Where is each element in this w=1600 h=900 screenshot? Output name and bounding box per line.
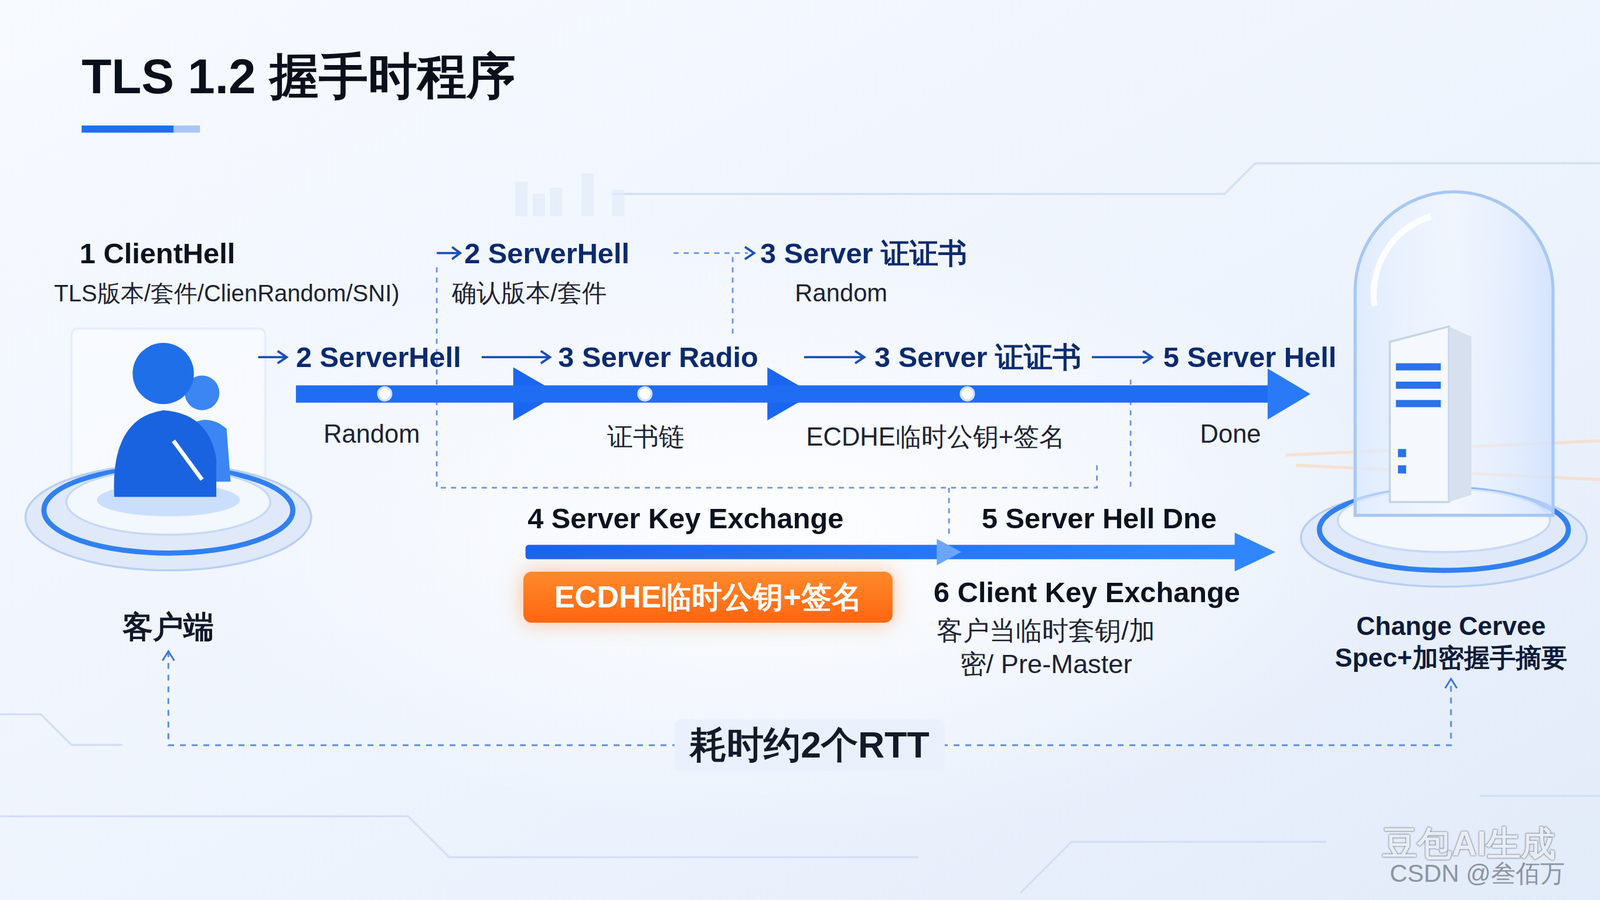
step-label: TLS版本/套件/ClienRandom/SNI) — [53, 278, 400, 308]
arrow-head — [162, 651, 175, 661]
client-node: 客户端 — [41, 326, 296, 652]
step-label: 3 Server 证证书 — [874, 339, 1082, 375]
client-illustration — [25, 328, 312, 570]
step-label: Random — [323, 418, 420, 449]
background-panel — [581, 173, 594, 217]
title-underline — [81, 125, 174, 133]
server-illustration — [1301, 191, 1588, 587]
client-illustration — [132, 342, 194, 404]
step-label: 6 Client Key Exchange — [933, 574, 1241, 610]
watermark: CSDN @叁佰万 — [1389, 858, 1565, 888]
step-label: 1 ClientHell — [79, 236, 236, 271]
small-arrow — [257, 351, 287, 364]
dashed-guide — [436, 267, 1097, 488]
server-illustration — [1389, 326, 1449, 502]
circuit-line — [1479, 794, 1600, 797]
server-illustration — [1373, 216, 1431, 306]
key-exchange-arrow — [936, 538, 962, 565]
circuit-line — [0, 815, 919, 857]
title: TLS 1.2 握手时程序 — [81, 46, 516, 106]
client-illustration — [173, 440, 203, 480]
step-label: 5 Server Hell Dne — [981, 501, 1217, 536]
step-label: 客户当临时套钥/加密/ Pre-Master — [923, 614, 1169, 681]
step-label: ECDHE临时公钥+签名 — [805, 421, 1065, 452]
dashed-guide — [673, 252, 748, 254]
step-label: 2 ServerHell — [295, 339, 462, 375]
step-label: Done — [1200, 418, 1262, 449]
arrow-head — [1445, 678, 1457, 689]
circuit-line — [1020, 841, 1327, 893]
node-label: Change Cervee Spec+加密握手摘要 — [1316, 610, 1586, 673]
step-label: 2 ServerHell — [464, 236, 630, 271]
arrow-shaft — [295, 385, 1269, 403]
watermark: 豆包AI生成 — [1382, 822, 1556, 864]
server-illustration — [1397, 448, 1407, 458]
arrow-dot — [960, 386, 975, 401]
step-label: 4 Server Key Exchange — [527, 501, 844, 536]
key-exchange-arrow — [525, 532, 1276, 571]
server-illustration — [1397, 465, 1407, 474]
step-label: 证书链 — [607, 421, 685, 452]
background-panel — [549, 187, 563, 217]
dashed-guide — [948, 487, 951, 535]
server-illustration — [1396, 363, 1442, 371]
edge-label: 耗时约2个RTT — [674, 719, 945, 771]
message-arrow — [295, 368, 1311, 420]
server-illustration — [1355, 191, 1554, 516]
background-panel — [532, 193, 546, 217]
step-label: Random — [794, 278, 888, 308]
background-panel — [612, 189, 625, 217]
arrow-head — [1267, 368, 1311, 420]
background-panel — [515, 181, 528, 217]
server-illustration — [1448, 326, 1472, 502]
title-underline — [173, 125, 200, 133]
server-illustration — [1396, 381, 1442, 389]
highlight-box: ECDHE临时公钥+签名 — [523, 571, 893, 623]
server-node: Change Cervee Spec+加密握手摘要 — [1310, 183, 1592, 679]
arrow-dot — [378, 386, 392, 401]
arrow-dot — [638, 386, 652, 401]
circuit-line — [0, 162, 1600, 893]
step-label: 3 Server 证证书 — [760, 236, 968, 271]
small-arrow — [436, 246, 461, 260]
node-label: 客户端 — [122, 608, 214, 646]
small-arrow — [804, 351, 865, 364]
circuit-line — [0, 713, 123, 745]
small-arrow — [1091, 351, 1153, 364]
key-exchange-arrow — [1234, 532, 1276, 571]
arrow-dot — [378, 386, 975, 401]
server-illustration — [1396, 399, 1442, 407]
key-exchange-arrow — [525, 544, 1238, 559]
small-arrow — [481, 351, 551, 364]
node-label: ECDHE临时公钥+签名 — [554, 578, 863, 616]
step-label: 3 Server Radio — [557, 339, 758, 375]
step-label: 5 Server Hell — [1163, 339, 1337, 375]
background-panel — [515, 173, 625, 217]
step-label: 确认版本/套件 — [451, 278, 607, 308]
dashed-guide — [732, 257, 734, 339]
circuit-line — [612, 162, 1600, 194]
client-illustration — [114, 410, 217, 497]
